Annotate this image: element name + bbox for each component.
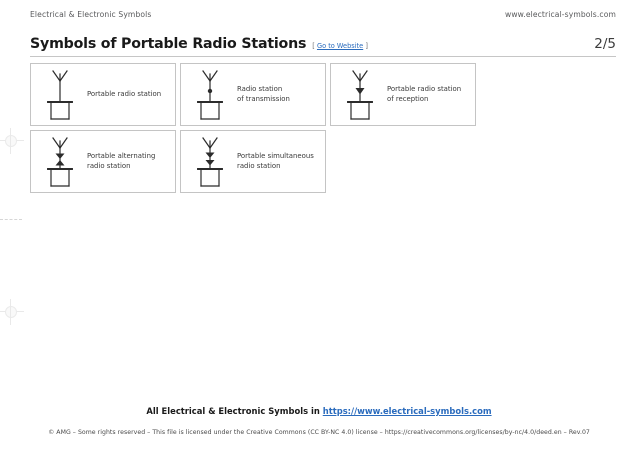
portable-alternating-radio-station-symbol-icon <box>37 133 83 191</box>
bracket-open: [ <box>312 42 315 50</box>
document-header: Electrical & Electronic Symbols www.elec… <box>0 0 638 28</box>
title-row: Symbols of Portable Radio Stations [ Go … <box>30 36 616 52</box>
symbol-card[interactable]: Portable alternating radio station <box>30 130 176 193</box>
symbol-label: Portable radio station <box>87 89 162 98</box>
goto-website-group: [ Go to Website ] <box>312 42 368 50</box>
title-divider <box>30 56 616 57</box>
header-brand-text: Electrical & Electronic Symbols <box>30 9 152 19</box>
radio-station-transmission-symbol-icon <box>187 66 233 124</box>
goto-website-link[interactable]: Go to Website <box>316 42 364 50</box>
portable-radio-station-symbol-icon <box>37 66 83 124</box>
symbol-label: Portable alternating radio station <box>87 152 156 170</box>
portable-radio-station-reception-symbol-icon <box>337 66 383 124</box>
crop-dash-rule <box>0 219 22 220</box>
symbol-card[interactable]: Radio station of transmission <box>180 63 326 126</box>
bracket-close: ] <box>365 42 368 50</box>
symbol-card[interactable]: Portable simultaneous radio station <box>180 130 326 193</box>
registration-mark-icon <box>0 299 24 325</box>
footer-main-prefix: All Electrical & Electronic Symbols in <box>146 406 323 416</box>
footer-legal-text: © AMG – Some rights reserved – This file… <box>48 429 590 436</box>
symbol-card[interactable]: Portable radio station of reception <box>330 63 476 126</box>
title-group: Symbols of Portable Radio Stations [ Go … <box>30 36 368 52</box>
portable-simultaneous-radio-station-symbol-icon <box>187 133 233 191</box>
symbol-card[interactable]: Portable radio station <box>30 63 176 126</box>
header-website-text: www.electrical-symbols.com <box>505 9 616 19</box>
footer-main: All Electrical & Electronic Symbols in h… <box>0 406 638 416</box>
registration-ring <box>5 306 17 318</box>
symbol-label: Portable radio station of reception <box>387 85 462 103</box>
registration-mark-icon <box>0 128 24 154</box>
symbol-label: Radio station of transmission <box>237 85 290 103</box>
page-title: Symbols of Portable Radio Stations <box>30 36 307 52</box>
symbol-label: Portable simultaneous radio station <box>237 152 314 170</box>
page-number: 2/5 <box>594 36 616 52</box>
footer-main-link[interactable]: https://www.electrical-symbols.com <box>322 406 492 416</box>
registration-ring <box>5 135 17 147</box>
symbol-grid: Portable radio station <box>30 63 618 193</box>
